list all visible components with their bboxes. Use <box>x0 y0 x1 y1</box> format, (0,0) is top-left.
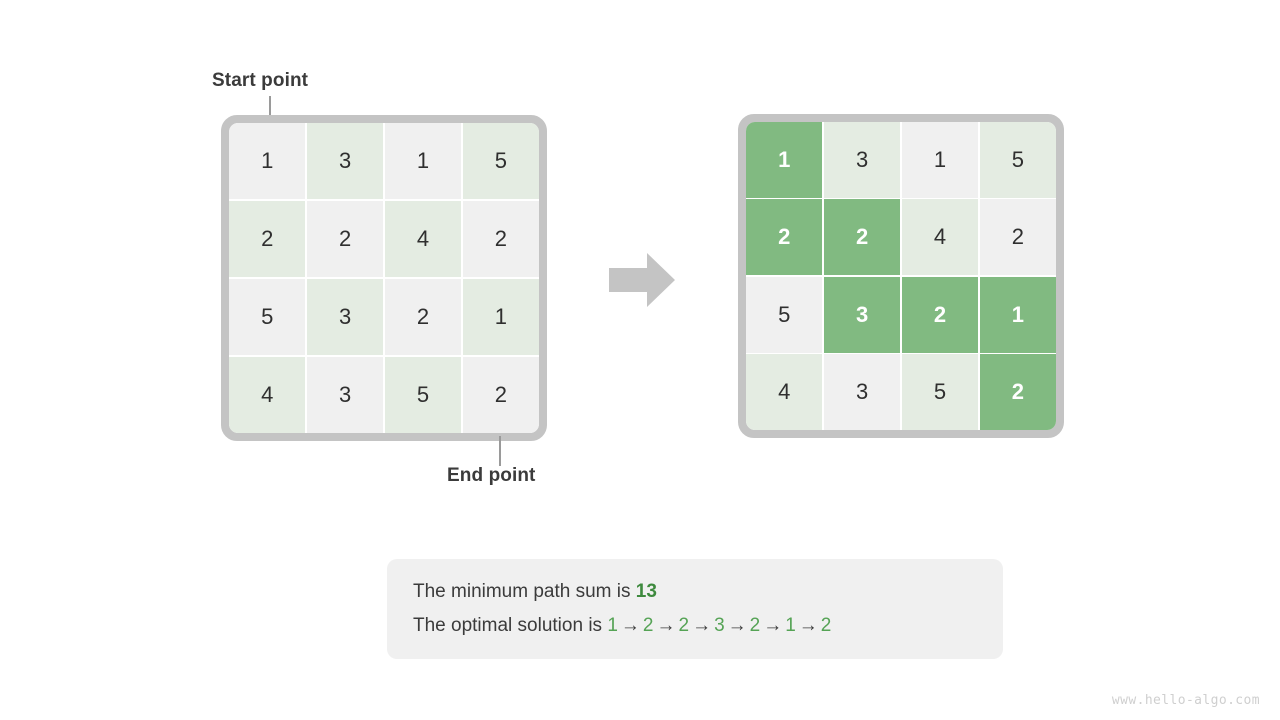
grid-cell: 2 <box>306 200 384 278</box>
grid-cell: 5 <box>229 278 306 356</box>
grid-cell: 2 <box>746 199 823 276</box>
grid-cell: 5 <box>462 123 539 200</box>
path-step-value: 1 <box>607 615 618 636</box>
path-step-value: 2 <box>642 615 654 636</box>
grid-cell: 1 <box>229 123 306 200</box>
grid-cell: 2 <box>823 199 901 276</box>
grid-cell: 4 <box>901 199 979 276</box>
optimal-solution-path: 1→2→2→3→2→1→2 <box>607 615 831 636</box>
minimum-path-sum-line: The minimum path sum is 13 <box>413 580 977 604</box>
grid-cell: 5 <box>384 356 462 433</box>
grid-cell: 2 <box>462 356 539 433</box>
grid-cell: 4 <box>746 354 823 430</box>
path-arrow-icon: → <box>656 615 676 636</box>
path-step-value: 2 <box>749 615 761 636</box>
minimum-path-sum-prefix: The minimum path sum is <box>413 581 636 603</box>
grid-cell: 5 <box>746 276 823 353</box>
grid-cell: 2 <box>229 200 306 278</box>
path-step-value: 2 <box>820 615 832 636</box>
minimum-path-sum-value: 13 <box>635 581 657 603</box>
end-point-label: End point <box>447 465 536 486</box>
path-step-value: 1 <box>785 615 796 636</box>
grid-cell: 3 <box>306 123 384 200</box>
path-step-value: 2 <box>678 615 690 636</box>
grid-cell: 3 <box>823 354 901 430</box>
grid-cell: 1 <box>462 278 539 356</box>
grid-cell: 2 <box>979 354 1056 430</box>
path-arrow-icon: → <box>620 615 640 636</box>
grid-cell: 2 <box>979 199 1056 276</box>
grid-cell: 1 <box>746 122 823 198</box>
grid-cell: 1 <box>901 122 979 198</box>
path-step-value: 3 <box>714 615 725 636</box>
grid-cell: 3 <box>823 122 901 198</box>
right-arrow-icon <box>609 253 675 307</box>
grid-cell: 3 <box>306 278 384 356</box>
grid-cell: 4 <box>229 356 306 433</box>
start-point-label: Start point <box>212 70 309 91</box>
optimal-solution-line: The optimal solution is 1→2→2→3→2→1→2 <box>413 614 977 638</box>
path-arrow-icon: → <box>692 615 712 636</box>
path-arrow-icon: → <box>798 615 818 636</box>
path-arrow-icon: → <box>763 615 783 636</box>
grid-cell: 2 <box>901 276 979 353</box>
result-info-box: The minimum path sum is 13 The optimal s… <box>387 559 1003 659</box>
path-arrow-icon: → <box>727 615 747 636</box>
grid-cell: 5 <box>979 122 1056 198</box>
grid-cell: 2 <box>384 278 462 356</box>
grid-cell: 3 <box>306 356 384 433</box>
optimal-solution-prefix: The optimal solution is <box>413 615 608 636</box>
site-watermark: www.hello-algo.com <box>1111 693 1260 708</box>
grid-cell: 4 <box>384 200 462 278</box>
grid-cell: 2 <box>462 200 539 278</box>
grid-cell: 1 <box>979 276 1056 353</box>
grid-cell: 1 <box>384 123 462 200</box>
end-point-leader-line <box>499 436 501 466</box>
grid-cell: 5 <box>901 354 979 430</box>
grid-cell: 3 <box>823 276 901 353</box>
